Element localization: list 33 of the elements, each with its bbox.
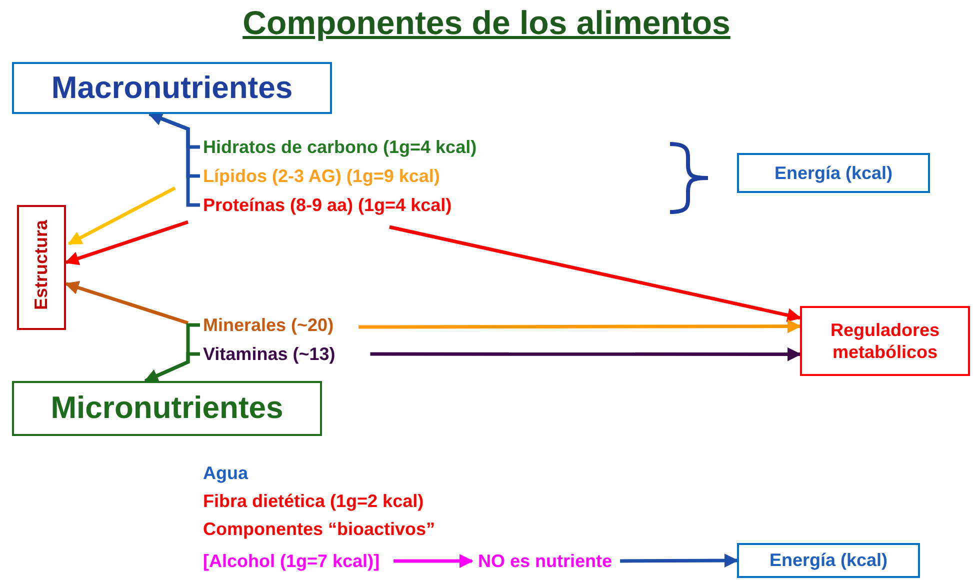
function-label: Reguladores metabólicos [829,318,941,364]
arrow [370,347,802,362]
arrow [64,280,189,325]
arrow [68,186,176,246]
component-label: Fibra dietética (1g=2 kcal) [203,489,424,513]
arrow [394,554,474,568]
arrow [389,225,802,322]
nutrient-label: Lípidos (2-3 AG) (1g=9 kcal) [203,164,440,188]
nutrient-label: Proteínas (8-9 aa) (1g=4 kcal) [203,193,452,217]
function-label: Energía (kcal) [769,549,888,572]
arrow [148,112,200,207]
function-label-box [17,205,66,330]
function-label: Energía (kcal) [774,162,893,184]
component-label: Agua [203,461,248,485]
arrow [64,220,189,266]
arrow [620,554,738,568]
function-label: Estructura [30,220,52,310]
category-heading: Macronutrientes [51,68,293,107]
nutrient-label: Minerales (~20) [203,313,334,337]
category-heading-box [12,62,332,114]
category-heading-box [12,381,322,436]
diagram-title: Componentes de los alimentos [242,4,730,41]
component-label: [Alcohol (1g=7 kcal)] [203,549,380,573]
arrow [358,319,802,334]
note-label: NO es nutriente [478,549,612,573]
function-label-box [800,306,970,376]
nutrient-label: Hidratos de carbono (1g=4 kcal) [203,135,477,159]
arrow [144,352,200,383]
component-label: Componentes “bioactivos” [203,517,436,541]
function-label-box [737,543,920,578]
nutrient-label: Vitaminas (~13) [203,342,336,366]
function-label-box [737,153,930,193]
category-heading: Micronutrientes [50,389,284,428]
